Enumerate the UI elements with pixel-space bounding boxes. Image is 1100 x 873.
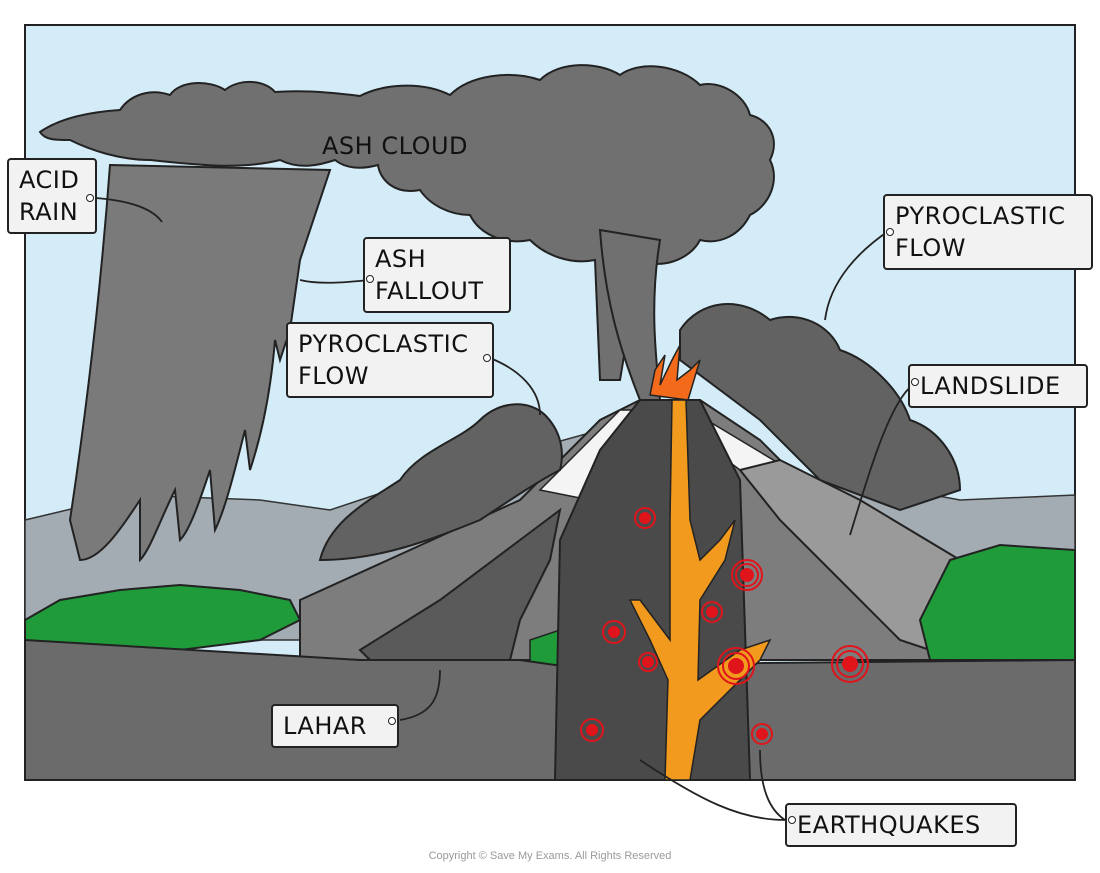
label-arrows — [95, 197, 916, 821]
pyroclastic-flow-right-cloud — [679, 303, 962, 512]
pyroclastic-flow-right-line-2: FLOW — [895, 234, 966, 262]
earthquakes-tag-hole — [788, 816, 796, 824]
earthquakes-label-text: EARTHQUAKES — [797, 811, 981, 839]
landslide-label-text: LANDSLIDE — [920, 372, 1061, 400]
lahar-label-text: LAHAR — [283, 712, 367, 740]
pyroclastic-flow-right-line-1: PYROCLASTIC — [895, 202, 1066, 230]
lahar-label: LAHAR — [271, 704, 399, 748]
landslide-label: LANDSLIDE — [908, 364, 1088, 408]
pyroclastic-flow-right-label: PYROCLASTIC FLOW — [883, 194, 1093, 270]
acid-rain-label-line-1: ACID — [19, 166, 80, 194]
vegetation-right — [918, 543, 1076, 661]
landslide-tag-hole — [911, 378, 919, 386]
pyroclastic-flow-left-cloud — [318, 403, 563, 562]
acid-rain-label: ACID RAIN — [7, 158, 97, 234]
pyroclastic-flow-left-line-1: PYROCLASTIC — [298, 330, 469, 358]
earthquakes-label: EARTHQUAKES — [785, 803, 1017, 847]
pyroclastic-flow-right-tag-hole — [886, 228, 894, 236]
earthquake-symbols — [580, 507, 869, 745]
lava-conduit — [628, 399, 772, 781]
acid-rain-streaks — [68, 163, 332, 563]
acid-rain-tag-hole — [86, 194, 94, 202]
acid-rain-label-line-2: RAIN — [19, 198, 79, 226]
ash-fallout-label-line-1: ASH — [375, 245, 427, 273]
ash-cloud-label: ASH CLOUD — [322, 132, 469, 160]
eruption-fire — [649, 344, 701, 401]
pyroclastic-flow-left-label: PYROCLASTIC FLOW — [286, 322, 494, 398]
copyright-notice: Copyright © Save My Exams. All Rights Re… — [428, 850, 672, 862]
ash-cloud — [38, 64, 775, 381]
pyroclastic-flow-left-tag-hole — [483, 354, 491, 362]
ash-fallout-label: ASH FALLOUT — [363, 237, 511, 313]
lahar-tag-hole — [388, 717, 396, 725]
ash-fallout-label-line-2: FALLOUT — [375, 277, 484, 305]
ash-fallout-tag-hole — [366, 275, 374, 283]
pyroclastic-flow-left-line-2: FLOW — [298, 362, 369, 390]
